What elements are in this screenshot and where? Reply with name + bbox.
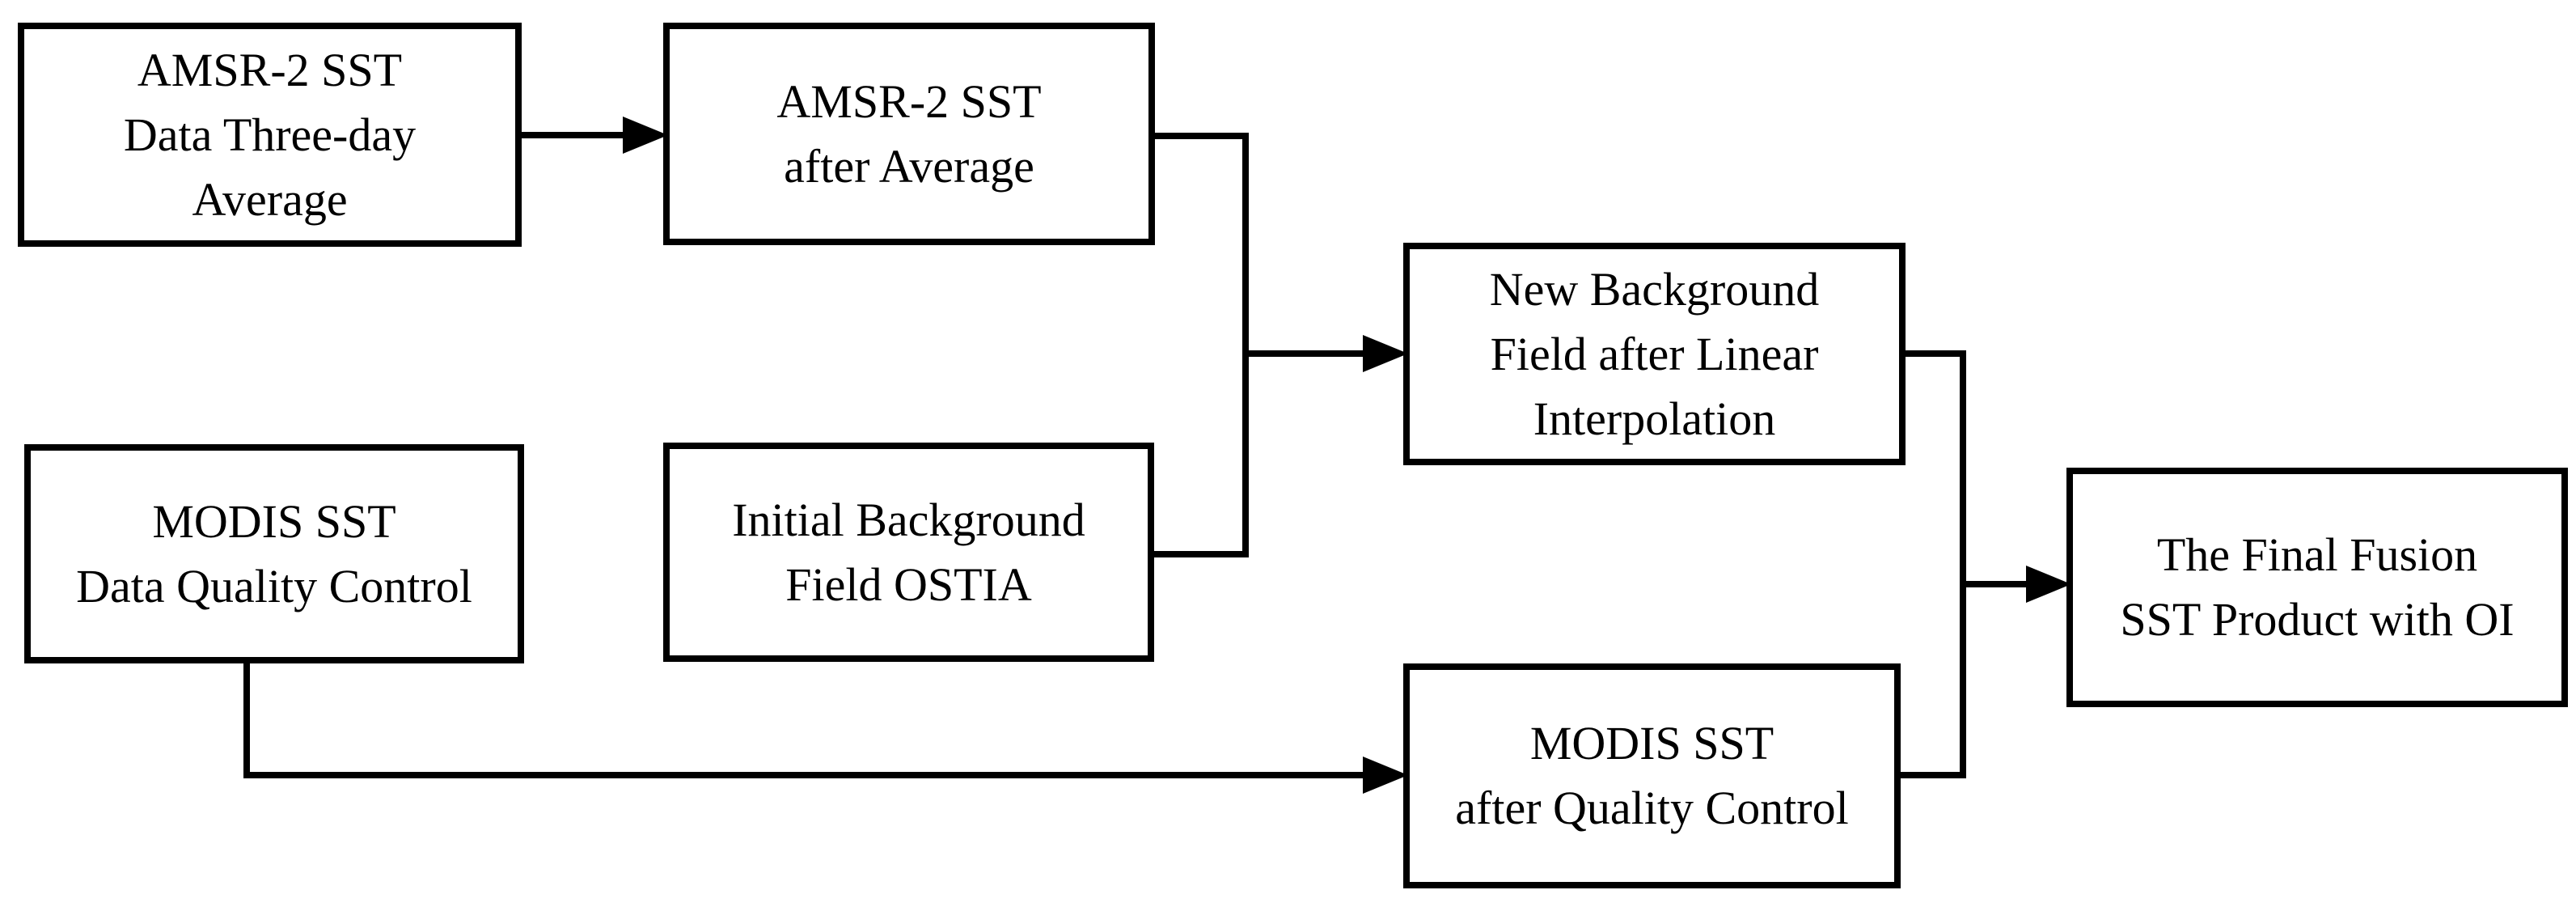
arrowhead-icon [2026,566,2071,603]
connector-average-ostia-bracket [1151,133,1249,557]
flow-node-amsr2-three-day-average: AMSR-2 SST Data Three-day Average [18,23,522,247]
node-label-line: MODIS SST [152,494,396,548]
arrowhead-icon [1363,335,1408,372]
node-label-line: AMSR-2 SST [776,74,1042,128]
connector-modis-to-after-qc [243,660,1368,778]
flow-node-modis-data-quality-control: MODIS SST Data Quality Control [24,444,524,663]
node-label-line: Field OSTIA [785,557,1032,611]
node-label-line: Field after Linear [1490,327,1819,380]
node-label-line: after Average [784,139,1034,193]
connector-new-modis-bracket [1897,350,1966,778]
node-label-line: Data Quality Control [76,559,472,612]
arrowhead-icon [623,117,668,154]
node-label-line: Data Three-day [123,108,417,161]
flow-node-modis-after-quality-control: MODIS SST after Quality Control [1403,663,1901,888]
node-label-line: Average [192,172,348,226]
node-label-line: New Background [1489,262,1820,316]
flow-node-new-background-field: New Background Field after Linear Interp… [1403,243,1906,465]
node-label-line: Initial Background [732,493,1085,546]
node-label-line: The Final Fusion [2156,528,2478,581]
node-label-line: MODIS SST [1529,717,1774,769]
node-label-line: AMSR-2 SST [137,43,403,96]
flow-node-amsr2-after-average: AMSR-2 SST after Average [663,23,1155,245]
node-label-line: Interpolation [1533,392,1776,445]
arrowhead-icon [1363,757,1408,794]
flow-node-final-fusion-product: The Final Fusion SST Product with OI [2066,468,2568,707]
node-label-line: after Quality Control [1455,782,1849,834]
node-label-line: SST Product with OI [2120,593,2515,646]
flow-node-initial-background-field-ostia: Initial Background Field OSTIA [663,443,1154,662]
